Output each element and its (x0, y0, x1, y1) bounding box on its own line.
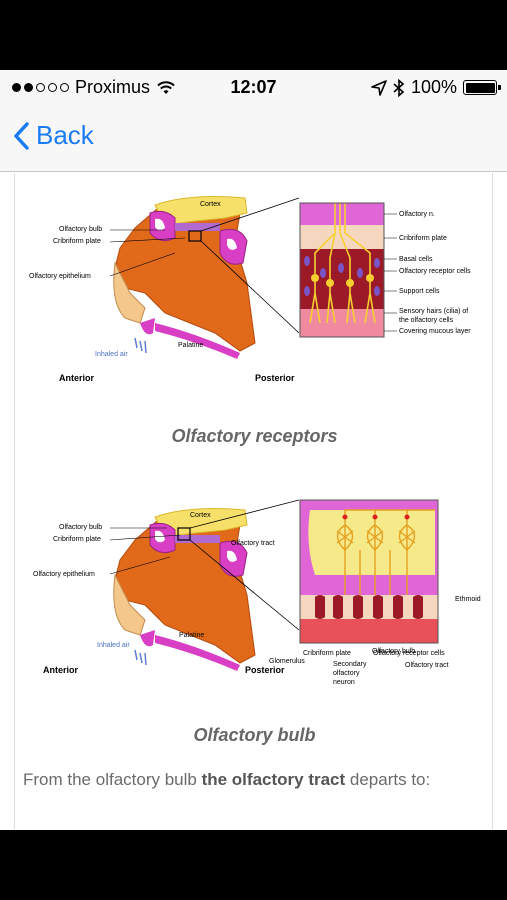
navigation-bar: Back (0, 104, 507, 172)
label-inhaled-air: Inhaled air (95, 351, 128, 358)
label-olfactory-tract-left: Olfactory tract (231, 540, 275, 547)
caption-olfactory-receptors: Olfactory receptors (171, 426, 338, 446)
battery-percent: 100% (410, 77, 457, 97)
label-olfactory-epithelium: Olfactory epithelium (29, 273, 91, 280)
label-posterior-2: Posterior (245, 665, 285, 675)
clock: 12:07 (230, 77, 277, 97)
label-secondary-line1: Secondary (333, 661, 367, 668)
label-support-cells: Support cells (399, 288, 440, 295)
label-cribriform-plate-bottom: Cribriform plate (303, 650, 351, 657)
label-olfactory-n: Olfactory n. (399, 211, 435, 218)
label-anterior: Anterior (59, 373, 95, 383)
label-secondary-line2: olfactory (333, 670, 360, 677)
label-sensory-hairs-line2: the olfactory cells (399, 317, 454, 324)
label-secondary-line3: neuron (333, 679, 355, 686)
battery-icon (463, 80, 501, 95)
label-cribriform-plate: Cribriform plate (53, 238, 101, 245)
label-cribriform-plate-right: Cribriform plate (399, 235, 447, 242)
label-olfactory-bulb-2: Olfactory bulb (59, 524, 102, 531)
app-screen: Proximus 12:07 100% Back (0, 70, 507, 830)
back-label: Back (36, 120, 94, 150)
label-cortex-2: Cortex (190, 512, 211, 519)
label-olfactory-receptor-cells-bottom: Olfactory receptor cells (373, 650, 445, 657)
carrier-name: Proximus (75, 77, 151, 97)
chevron-left-icon (14, 121, 29, 150)
label-inhaled-air-2: Inhaled air (97, 642, 130, 649)
back-button[interactable]: Back (12, 120, 94, 151)
label-ethmoid: Ethmoid (455, 596, 481, 603)
olfactory-receptors-diagram: Cortex Olfactory bulb Cribriform plate O… (29, 196, 471, 383)
signal-strength-icon (12, 83, 69, 92)
label-anterior-2: Anterior (43, 665, 79, 675)
label-palatine-2: Palatine (179, 632, 204, 639)
label-olfactory-bulb: Olfactory bulb (59, 226, 102, 233)
label-palatine: Palatine (178, 342, 203, 349)
label-olfactory-tract-right: Olfactory tract (405, 662, 449, 669)
label-olfactory-receptor-cells: Olfactory receptor cells (399, 268, 471, 275)
olfactory-bulb-diagram: Cortex Olfactory bulb Cribriform plate O… (33, 499, 481, 686)
body-text-bold: the olfactory tract (201, 770, 346, 789)
status-bar: Proximus 12:07 100% (0, 70, 507, 104)
bluetooth-icon (393, 78, 405, 97)
label-basal-cells: Basal cells (399, 256, 433, 263)
wifi-icon (157, 80, 175, 94)
label-olfactory-epithelium-2: Olfactory epithelium (33, 571, 95, 578)
label-posterior: Posterior (255, 373, 295, 383)
label-olfactory-bulb-right: Olfactory bulb (372, 648, 415, 655)
label-sensory-hairs-line1: Sensory hairs (cilia) of (399, 308, 468, 315)
label-glomerulus: Glomerulus (269, 658, 305, 665)
caption-olfactory-bulb: Olfactory bulb (193, 725, 316, 745)
label-covering-mucous-layer: Covering mucous layer (399, 328, 471, 335)
status-right: 100% (371, 77, 501, 98)
label-cortex: Cortex (200, 201, 221, 208)
body-paragraph: From the olfactory bulb the olfactory tr… (23, 769, 488, 791)
content-card: Cortex Olfactory bulb Cribriform plate O… (14, 173, 493, 830)
location-arrow-icon (371, 79, 387, 96)
label-cribriform-plate-2: Cribriform plate (53, 536, 101, 543)
carrier-area: Proximus (12, 77, 176, 98)
body-text-end: departs to: (345, 770, 431, 789)
body-text-start: From the olfactory bulb (23, 770, 202, 789)
